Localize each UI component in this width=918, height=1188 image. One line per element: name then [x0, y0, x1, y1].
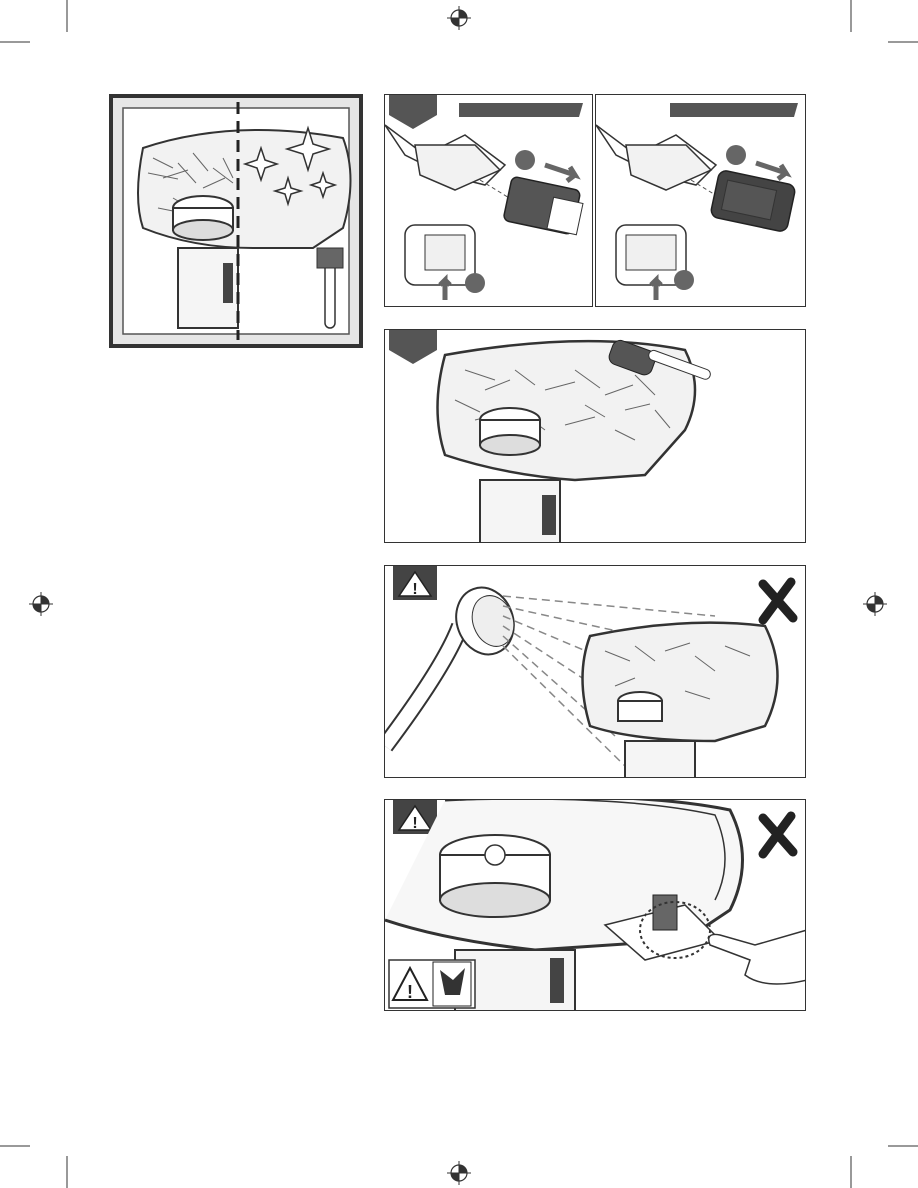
x-cross-icon	[763, 816, 793, 854]
step-badge	[389, 95, 437, 129]
crosshair-target-icon	[447, 1161, 471, 1185]
no-touch-cutter-panel: ! !	[384, 799, 806, 1011]
guard-illustration	[113, 98, 359, 344]
cutter-blade-illustration: ! !	[385, 800, 806, 1011]
brush-cleaning-panel	[384, 329, 806, 543]
svg-text:!: !	[412, 815, 417, 832]
warning-triangle-icon: !	[393, 800, 437, 834]
battery-removal-illustration-b	[596, 95, 806, 307]
svg-text:!: !	[407, 982, 413, 1002]
battery-removal-panel-a	[384, 94, 593, 307]
svg-text:!: !	[412, 581, 417, 598]
brush-cleaning-illustration	[385, 330, 806, 543]
water-spray-illustration: !	[385, 566, 806, 778]
before-after-cleaning-panel	[109, 94, 363, 348]
label-bar	[459, 103, 583, 117]
crosshair-target-icon	[447, 6, 471, 30]
x-cross-icon	[763, 582, 793, 620]
battery-removal-panel-b	[595, 94, 806, 307]
no-water-spray-panel: !	[384, 565, 806, 778]
crosshair-target-icon	[29, 592, 53, 616]
step-badge	[389, 330, 437, 364]
label-bar	[670, 103, 798, 117]
hand-cut-hazard-icon: !	[389, 960, 475, 1008]
battery-removal-illustration-a	[385, 95, 593, 307]
warning-triangle-icon: !	[393, 566, 437, 600]
crosshair-target-icon	[863, 592, 887, 616]
